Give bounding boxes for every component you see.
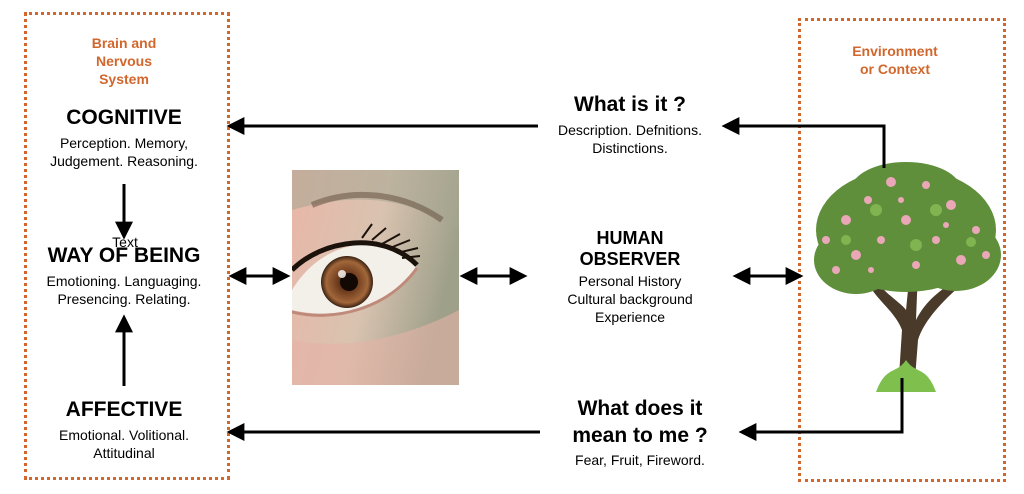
cognitive-heading: COGNITIVE [66, 106, 182, 129]
meaning-heading-2: mean to me ? [572, 424, 708, 447]
way-of-being-block: WAY OF BEING Emotioning. Languaging. Pre… [47, 244, 202, 308]
what-is-it-line-2: Distinctions. [592, 140, 668, 156]
brain-panel-title: Brain and Nervous System [92, 34, 157, 88]
way-of-being-line-2: Presencing. Relating. [57, 291, 191, 307]
brain-title-line-3: System [99, 71, 149, 87]
way-of-being-line-1: Emotioning. Languaging. [46, 273, 202, 289]
environment-panel-title: Environment or Context [852, 42, 938, 78]
arrow-tree-to-what-is-it [721, 117, 886, 168]
eye-image [290, 170, 459, 385]
human-observer-heading-2: OBSERVER [579, 249, 681, 269]
tree-image [806, 160, 1006, 392]
way-of-being-heading: WAY OF BEING [47, 244, 201, 267]
affective-line-1: Emotional. Volitional. [59, 427, 189, 443]
env-title-line-2: or Context [859, 61, 930, 77]
human-observer-line-3: Experience [594, 309, 666, 325]
meaning-line-1: Fear, Fruit, Fireword. [575, 452, 705, 468]
human-observer-line-1: Personal History [578, 273, 682, 289]
cognitive-line-1: Perception. Memory, [59, 135, 189, 151]
env-title-line-1: Environment [852, 43, 938, 59]
cognitive-line-2: Judgement. Reasoning. [50, 153, 198, 169]
brain-title-line-1: Brain and [91, 35, 157, 51]
meaning-heading-1: What does it [577, 397, 703, 420]
what-does-it-mean-block: What does it mean to me ? Fear, Fruit, F… [572, 395, 707, 469]
affective-block: AFFECTIVE Emotional. Volitional. Attitud… [59, 398, 189, 462]
affective-line-2: Attitudinal [93, 445, 155, 461]
affective-heading: AFFECTIVE [65, 398, 183, 421]
what-is-it-heading: What is it ? [573, 93, 686, 116]
cognitive-block: COGNITIVE Perception. Memory, Judgement.… [50, 106, 198, 170]
brain-title-line-2: Nervous [95, 53, 153, 69]
arrow-tree-to-meaning [738, 378, 904, 441]
human-observer-block: HUMAN OBSERVER Personal History Cultural… [567, 228, 692, 326]
what-is-it-block: What is it ? Description. Defnitions. Di… [558, 93, 702, 157]
human-observer-line-2: Cultural background [567, 291, 693, 307]
human-observer-heading-1: HUMAN [596, 228, 664, 248]
brain-panel [24, 12, 230, 480]
environment-panel [798, 18, 1006, 482]
what-is-it-line-1: Description. Defnitions. [558, 122, 702, 138]
